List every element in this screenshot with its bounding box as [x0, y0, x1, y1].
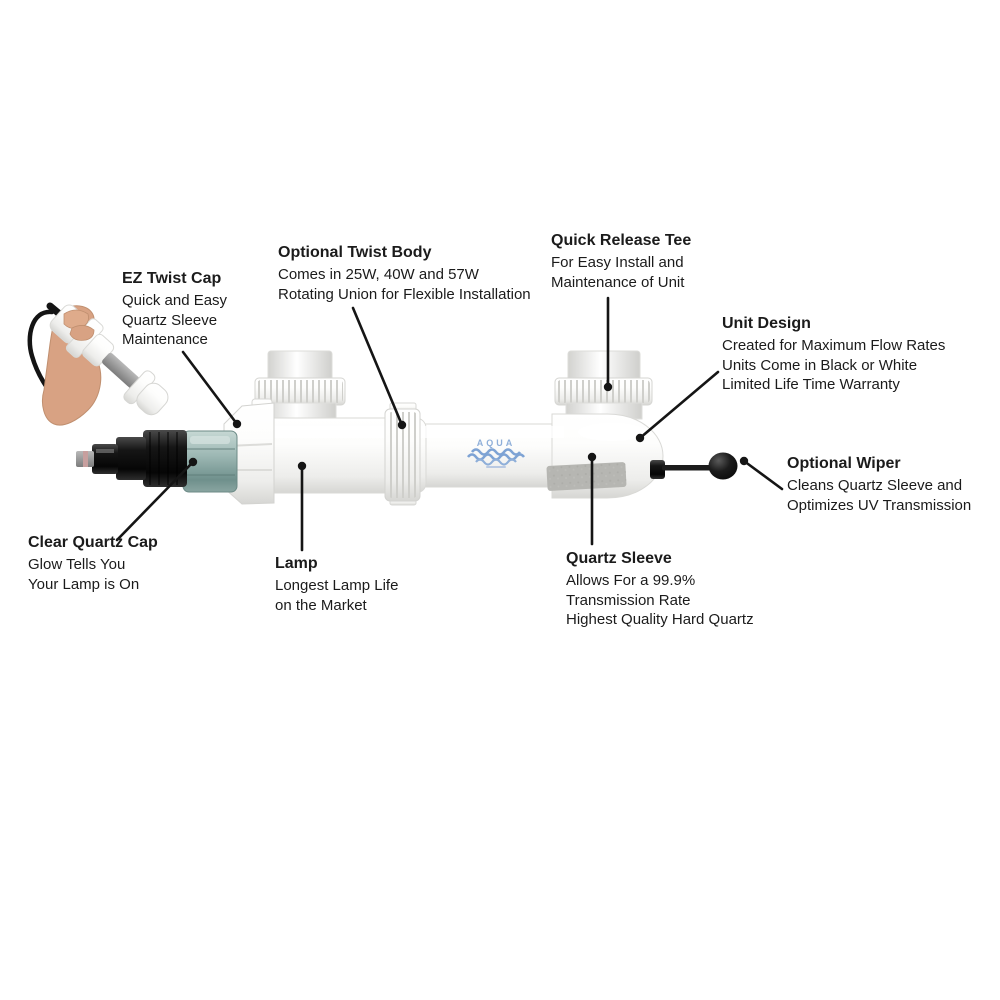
dot-clear-quartz-cap [188, 457, 198, 467]
logo-subtext-mark [486, 466, 506, 468]
callout-line: Transmission Rate [566, 591, 691, 609]
uv-unit: AQUA [76, 350, 738, 506]
callout-line: Glow Tells You [28, 556, 126, 573]
black-cap-ribs [149, 432, 178, 485]
callout-title: Optional Twist Body [278, 244, 432, 261]
callout-line: Units Come in Black or White [722, 356, 918, 374]
tee-highlight [578, 423, 646, 441]
clear-quartz-cap-part [182, 430, 238, 493]
union-ring-ribs [387, 412, 418, 498]
callout-line: Created for Maximum Flow Rates [722, 337, 946, 354]
optional-wiper-part [650, 452, 738, 480]
callout-line: on the Market [275, 596, 367, 614]
fingers [63, 309, 89, 329]
leader-optional-twist-body [351, 306, 404, 427]
power-cord [27, 309, 55, 389]
callout-line: Comes in 25W, 40W and 57W [278, 266, 479, 283]
callout-line: For Easy Install and [551, 254, 684, 271]
end-knob [136, 382, 169, 416]
black-cap-assembly [76, 430, 187, 487]
callout-ez-twist-cap: EZ Twist Cap Quick and Easy Quartz Sleev… [122, 270, 227, 350]
wiper-knob [708, 452, 738, 480]
callout-unit-design: Unit Design Created for Maximum Flow Rat… [722, 315, 945, 395]
callout-clear-quartz-cap: Clear Quartz Cap Glow Tells You Your Lam… [28, 534, 158, 594]
callout-line: Allows For a 99.9% [566, 572, 696, 589]
leader-clear-quartz-cap [115, 460, 195, 542]
middle-union [384, 402, 421, 506]
dot-ez-twist-cap [232, 419, 242, 429]
quartz-cap-facets [185, 448, 235, 476]
black-cap-large [143, 430, 187, 487]
leader-dots [188, 382, 749, 471]
callout-quick-release-tee: Quick Release Tee For Easy Install and M… [551, 232, 691, 292]
leader-lines [115, 296, 784, 552]
callout-line: Highest Quality Hard Quartz [566, 611, 754, 628]
dot-lamp [297, 461, 307, 471]
wiper-connector [650, 460, 665, 479]
callout-line: Longest Lamp Life [275, 577, 399, 594]
callout-title: Quick Release Tee [551, 232, 692, 249]
callout-line: Maintenance [122, 331, 208, 348]
callout-line: Quick and Easy [122, 292, 228, 309]
callout-line: Limited Life Time Warranty [722, 376, 900, 393]
callout-line: Optimizes UV Transmission [787, 496, 972, 514]
callout-title: Quartz Sleeve [566, 550, 672, 567]
callout-optional-twist-body: Optional Twist Body Comes in 25W, 40W an… [278, 244, 531, 304]
callout-optional-wiper: Optional Wiper Cleans Quartz Sleeve and … [787, 455, 971, 515]
callout-title: Clear Quartz Cap [28, 534, 158, 551]
leader-unit-design [638, 370, 720, 440]
callout-line: Your Lamp is On [28, 575, 140, 593]
callout-line: Quartz Sleeve [122, 311, 218, 329]
quartz-cap-highlight [190, 436, 230, 444]
leader-optional-wiper [742, 459, 784, 491]
left-port [254, 350, 346, 422]
hand-inset-photo [27, 302, 169, 426]
lamp-pin-band [83, 451, 88, 467]
quartz-rod [102, 352, 141, 389]
dot-optional-wiper [739, 456, 749, 466]
label-patch [546, 462, 627, 491]
dot-quick-release-tee [603, 382, 613, 392]
thumb [69, 325, 95, 341]
wiper-rod [662, 465, 712, 471]
dot-quartz-sleeve [587, 452, 597, 462]
left-port-union-ribs [257, 380, 343, 403]
callout-line: Rotating Union for Flexible Installation [278, 285, 531, 303]
black-cap-small [92, 444, 118, 474]
right-port-union-ribs [557, 380, 650, 403]
aqua-logo-text: AQUA [477, 438, 516, 448]
logo-wave-3 [475, 458, 517, 466]
logo-wave-1 [470, 448, 522, 456]
black-cap-highlight [96, 449, 114, 453]
aqua-logo: AQUA [466, 438, 526, 468]
callout-title: Unit Design [722, 315, 811, 332]
callout-line: Cleans Quartz Sleeve and [787, 477, 963, 494]
black-cap-mid [116, 437, 146, 480]
dot-optional-twist-body [397, 420, 407, 430]
callout-line: Maintenance of Unit [551, 273, 685, 291]
callout-title: Optional Wiper [787, 455, 901, 472]
callout-quartz-sleeve: Quartz Sleeve Allows For a 99.9% Transmi… [566, 550, 754, 630]
callout-title: EZ Twist Cap [122, 270, 222, 287]
dot-unit-design [635, 433, 645, 443]
leader-ez-twist-cap [181, 350, 239, 426]
callout-lamp: Lamp Longest Lamp Life on the Market [275, 555, 398, 615]
callout-title: Lamp [275, 555, 318, 572]
right-port [554, 350, 653, 420]
